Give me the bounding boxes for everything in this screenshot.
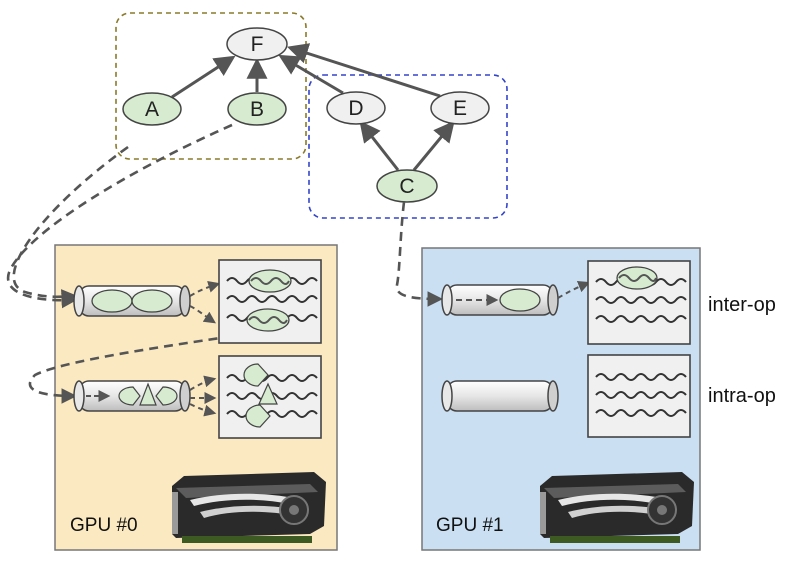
partition-2 <box>308 74 508 219</box>
node-c-label: C <box>399 175 414 198</box>
intra-op-label: intra-op <box>708 385 776 407</box>
queued-op <box>131 289 173 313</box>
op-slice <box>258 382 278 405</box>
inter-op-label: inter-op <box>708 294 776 316</box>
placement-b <box>6 123 233 309</box>
node-f: F <box>226 27 288 61</box>
gpu1-inter-panel <box>587 260 691 345</box>
placement-intra <box>28 330 263 404</box>
edge-e-f <box>287 43 441 98</box>
node-a-label: A <box>145 98 159 121</box>
queued-op <box>91 289 133 313</box>
op-slice <box>139 382 157 406</box>
edge-c-e <box>412 120 455 171</box>
gpu-card-icon <box>172 472 326 543</box>
gpu0-label: GPU #0 <box>70 515 138 536</box>
node-f-label: F <box>251 33 264 56</box>
edge-c-d <box>359 120 400 171</box>
gpu0-intra-queue <box>73 380 191 412</box>
op-slice <box>118 386 141 406</box>
gpu1-intra-panel <box>587 354 691 438</box>
op-slice <box>155 386 178 406</box>
edge-a-f <box>171 55 236 99</box>
queued-op <box>499 288 541 312</box>
node-d-label: D <box>348 97 363 120</box>
gpu0-inter-panel <box>218 259 322 344</box>
gpu1-label: GPU #1 <box>436 515 504 536</box>
node-c: C <box>376 169 438 203</box>
node-e-label: E <box>453 97 467 120</box>
gpu1-intra-queue <box>441 380 559 412</box>
node-b: B <box>227 92 287 126</box>
gpu0-inter-queue <box>73 285 191 317</box>
placement-c <box>395 201 444 307</box>
node-a: A <box>122 92 182 126</box>
node-e: E <box>430 91 490 125</box>
running-op <box>616 266 658 290</box>
gpu1-inter-queue <box>441 284 559 316</box>
op-slice <box>243 363 269 387</box>
gpu0-intra-panel <box>218 355 322 439</box>
placement-a <box>12 145 129 305</box>
node-b-label: B <box>250 98 264 121</box>
op-slice <box>245 404 271 428</box>
placement-arrows <box>6 123 444 404</box>
partition-1 <box>115 12 307 160</box>
node-d: D <box>326 91 386 125</box>
graph-edges <box>171 43 455 171</box>
gpu-card-icon <box>540 472 694 543</box>
